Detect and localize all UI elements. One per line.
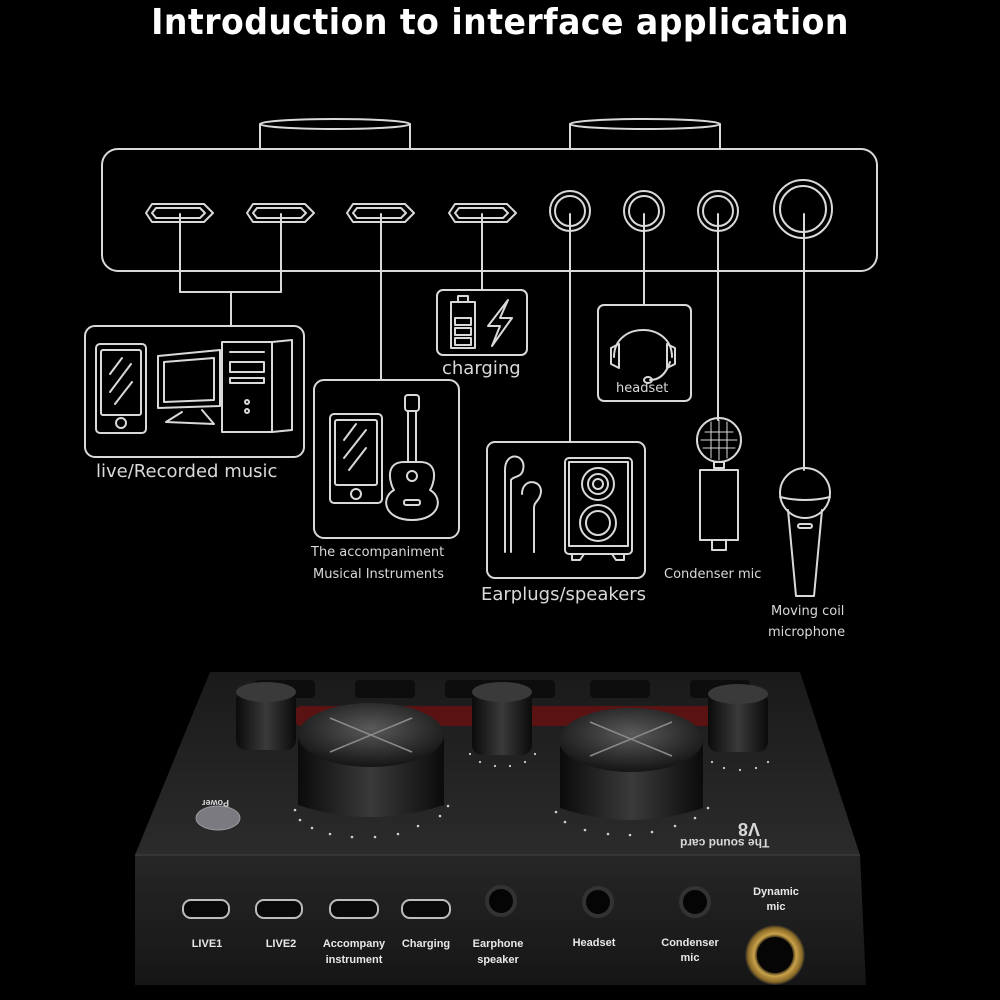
port-label-condenser-2: mic xyxy=(680,952,700,964)
port-headset xyxy=(582,886,614,918)
guitar-icon xyxy=(385,394,439,521)
label-condenser-mic: Condenser mic xyxy=(664,567,762,582)
power-button xyxy=(195,805,241,831)
sound-card-device xyxy=(135,672,866,985)
port-charging xyxy=(401,899,451,919)
small-knob-left xyxy=(236,682,296,750)
earbuds-icon xyxy=(504,455,542,553)
speaker-icon xyxy=(564,457,633,561)
accompaniment-box xyxy=(313,379,460,539)
label-moving-coil-2: microphone xyxy=(768,625,846,640)
earplugs-speakers-box xyxy=(486,441,646,579)
port-live2 xyxy=(255,899,303,919)
port-label-condenser-1: Condenser xyxy=(661,937,719,949)
label-moving-coil-1: Moving coil xyxy=(771,604,845,619)
usb-port-accompany xyxy=(346,203,415,223)
port-label-live1: LIVE1 xyxy=(191,938,223,950)
port-accompany xyxy=(329,899,379,919)
headset-box xyxy=(597,304,692,402)
phone-icon-2 xyxy=(329,413,383,504)
port-label-charging: Charging xyxy=(401,938,451,950)
condenser-mic-icon xyxy=(696,417,742,551)
label-charging: charging xyxy=(442,358,521,379)
lightning-icon xyxy=(487,299,513,347)
port-label-earphone-1: Earphone xyxy=(472,938,524,950)
port-label-accompany-1: Accompany xyxy=(322,938,386,950)
charging-box xyxy=(436,289,528,356)
big-knob-left xyxy=(298,703,444,817)
big-knob-right xyxy=(559,708,703,820)
label-earplugs-speakers: Earplugs/speakers xyxy=(481,584,647,605)
usb-port-charging xyxy=(448,203,517,223)
small-knob-center xyxy=(472,682,532,755)
power-label: Power xyxy=(202,798,230,808)
port-earphone xyxy=(485,885,517,917)
label-live-recorded: live/Recorded music xyxy=(96,461,278,482)
port-label-accompany-2: instrument xyxy=(325,954,383,966)
small-knob-right xyxy=(708,684,768,752)
top-knob-outline-right xyxy=(569,118,721,150)
port-label-headset: Headset xyxy=(572,937,616,949)
headset-icon xyxy=(610,329,676,384)
phone-icon xyxy=(95,343,147,434)
usb-port-live2 xyxy=(246,203,315,223)
port-label-live2: LIVE2 xyxy=(265,938,297,950)
port-label-dynamic-2: mic xyxy=(766,901,786,913)
device-subtitle: The sound card xyxy=(680,836,770,850)
interface-diagram xyxy=(84,118,878,597)
page-title: Introduction to interface application xyxy=(151,2,849,43)
label-headset: headset xyxy=(616,381,669,396)
port-label-dynamic-1: Dynamic xyxy=(753,886,799,898)
device-outline xyxy=(101,148,878,272)
computer-icon xyxy=(157,339,293,433)
label-accompaniment-1: The accompaniment xyxy=(311,545,445,560)
label-accompaniment-2: Musical Instruments xyxy=(313,567,444,582)
port-label-earphone-2: speaker xyxy=(477,954,519,966)
usb-port-live1 xyxy=(145,203,214,223)
port-live1 xyxy=(182,899,230,919)
port-condenser xyxy=(679,886,711,918)
top-knob-outline-left xyxy=(259,118,411,150)
battery-icon xyxy=(450,295,476,349)
dynamic-mic-icon xyxy=(779,467,831,597)
live-recorded-box xyxy=(84,325,305,458)
